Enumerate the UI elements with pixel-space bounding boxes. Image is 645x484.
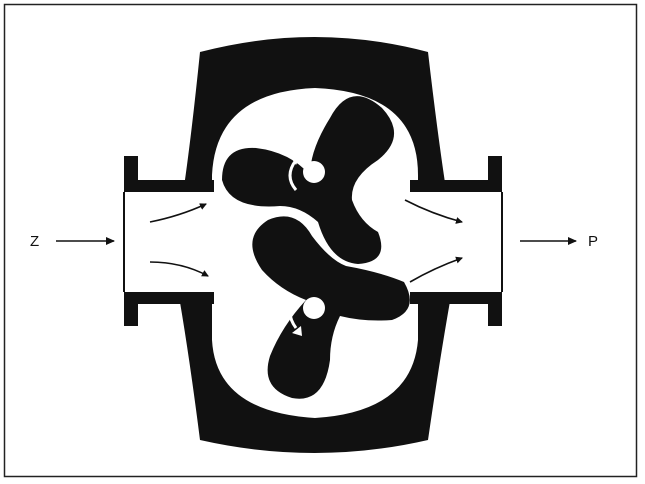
rotation-arrow-upper-icon xyxy=(288,159,298,191)
diagram-border xyxy=(3,3,638,478)
inlet-flow-arrow-top-icon xyxy=(149,203,207,223)
inlet-flow-arrow-bottom-icon xyxy=(149,261,209,277)
outlet-wall-top xyxy=(410,180,502,192)
inlet-wall-bottom xyxy=(124,292,214,304)
pump-housing xyxy=(172,37,458,453)
outlet-label: P xyxy=(588,233,599,250)
outlet-flow-arrow-top-icon xyxy=(404,199,463,224)
outlet-wall-bottom xyxy=(410,292,502,304)
upper-shaft xyxy=(303,161,325,183)
inlet-wall-top xyxy=(124,180,214,192)
rotation-arrow-lower-icon xyxy=(288,295,298,329)
outlet-flow-arrow-bottom-icon xyxy=(409,256,463,283)
inlet-channel xyxy=(124,192,224,292)
lower-shaft xyxy=(303,297,325,319)
lower-rotor xyxy=(252,216,410,399)
inlet-label: Z xyxy=(30,233,40,250)
